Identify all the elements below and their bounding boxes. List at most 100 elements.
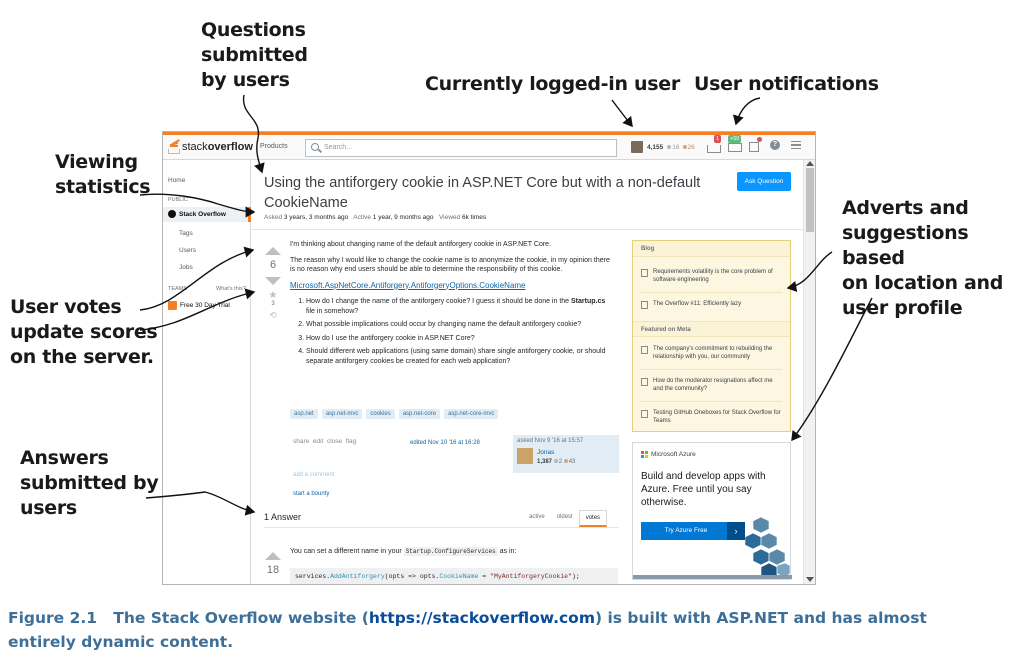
community-bulletin: Blog Requirements volatility is the core… bbox=[632, 240, 791, 432]
annotation-user-votes: User votes update scores on the server. bbox=[10, 296, 158, 368]
edited-link[interactable]: edited Nov 10 '16 at 16:28 bbox=[410, 440, 480, 446]
annotation-viewing-statistics: Viewing statistics bbox=[55, 151, 151, 198]
ad-copy: Build and develop apps with Azure. Free … bbox=[641, 471, 766, 508]
tab-votes[interactable]: votes bbox=[578, 510, 608, 527]
inbox-badge: 1 bbox=[714, 135, 722, 143]
post-actions[interactable]: share edit close flag bbox=[293, 438, 357, 445]
whats-this-link[interactable]: What's this? bbox=[216, 286, 246, 292]
divider bbox=[251, 229, 803, 230]
favorite-button[interactable]: ★ bbox=[268, 290, 278, 301]
blog-item[interactable]: The Overflow #11: Efficiently lazy bbox=[641, 300, 781, 309]
site-switcher-button[interactable] bbox=[791, 140, 805, 154]
teams-icon bbox=[168, 301, 177, 310]
azure-advert[interactable]: Microsoft Azure Build and develop apps w… bbox=[632, 442, 792, 580]
review-icon bbox=[749, 142, 759, 152]
help-button[interactable]: ? bbox=[770, 140, 784, 154]
scrollbar[interactable] bbox=[803, 160, 815, 584]
silver-badge-icon bbox=[553, 459, 558, 463]
code-block: services.AddAntiforgery(opts => opts.Coo… bbox=[290, 568, 618, 584]
annotation-adverts: Adverts and suggestions based on locatio… bbox=[842, 197, 1004, 319]
vote-count: 6 bbox=[269, 259, 277, 271]
answer-vote-cell: 18 bbox=[263, 552, 283, 582]
question-title[interactable]: Using the antiforgery cookie in ASP.NET … bbox=[264, 175, 701, 211]
meta-header: Featured on Meta bbox=[633, 321, 790, 337]
asked-value: 3 years, 3 months ago bbox=[283, 214, 349, 221]
viewed-value: 6k times bbox=[461, 214, 487, 221]
caption-url[interactable]: https://stackoverflow.com bbox=[368, 609, 595, 627]
tag-list: asp.net asp.net-mvc cookies asp.net-core… bbox=[290, 409, 499, 419]
meta-item[interactable]: Testing GitHub Oneboxes for Stack Overfl… bbox=[641, 409, 781, 425]
nav-home[interactable]: Home bbox=[168, 177, 186, 184]
question-vote-cell: 6 ★ 3 ⟲ bbox=[263, 247, 283, 321]
question-list: How do I change the name of the antiforg… bbox=[306, 297, 610, 366]
list-item: How do I use the antiforgery cookie in A… bbox=[306, 334, 610, 344]
ask-question-button[interactable]: Ask Question bbox=[737, 172, 791, 191]
tab-oldest[interactable]: oldest bbox=[556, 514, 573, 520]
figure-number: Figure 2.1 bbox=[8, 609, 98, 627]
silver-badge-icon bbox=[667, 144, 672, 149]
blog-item[interactable]: Requirements volatility is the core prob… bbox=[641, 268, 781, 284]
divider bbox=[264, 527, 619, 528]
globe-icon bbox=[168, 210, 176, 218]
free-trial-link[interactable]: Free 30 Day Trial bbox=[168, 301, 230, 310]
bronze-badge-icon bbox=[682, 144, 687, 149]
ad-brand: Microsoft Azure bbox=[641, 451, 696, 458]
try-azure-button[interactable]: Try Azure Free bbox=[641, 522, 745, 540]
cubes-illustration bbox=[745, 516, 790, 579]
add-comment-link[interactable]: add a comment bbox=[293, 472, 335, 478]
review-indicator bbox=[757, 137, 762, 142]
upvote-button[interactable] bbox=[265, 552, 281, 560]
notification-icons: 1 +50 ? bbox=[707, 135, 805, 154]
active-value[interactable]: 1 year, 9 months ago bbox=[372, 214, 434, 221]
answers-header: 1 Answer bbox=[264, 512, 302, 522]
answer-text: You can set a different name in your Sta… bbox=[290, 547, 517, 556]
scroll-up-icon[interactable] bbox=[806, 161, 814, 166]
start-bounty-link[interactable]: start a bounty bbox=[293, 491, 330, 497]
review-queue-button[interactable] bbox=[749, 137, 763, 154]
scroll-down-icon[interactable] bbox=[806, 577, 814, 582]
upvote-button[interactable] bbox=[265, 247, 281, 255]
tag[interactable]: asp.net-mvc bbox=[321, 409, 363, 419]
scrollbar-thumb[interactable] bbox=[806, 168, 814, 232]
history-icon[interactable]: ⟲ bbox=[269, 310, 277, 320]
meta-item[interactable]: How do the moderator resignations affect… bbox=[641, 377, 781, 393]
user-profile-link[interactable]: 4,155 16 26 bbox=[631, 141, 695, 153]
chevron-right-icon: › bbox=[727, 522, 745, 540]
nav-jobs[interactable]: Jobs bbox=[179, 264, 193, 271]
tag[interactable]: cookies bbox=[366, 409, 395, 419]
search-input[interactable]: Search... bbox=[305, 139, 617, 157]
avatar[interactable] bbox=[517, 448, 533, 464]
answer-vote-count: 18 bbox=[266, 564, 280, 576]
trophy-icon bbox=[728, 143, 742, 152]
nav-tags[interactable]: Tags bbox=[179, 230, 193, 237]
arrow-logged-in bbox=[611, 99, 633, 128]
bronze-count: 26 bbox=[687, 143, 695, 151]
annotation-answers: Answers submitted by users bbox=[20, 447, 159, 519]
nav-stack-overflow[interactable]: Stack Overflow bbox=[163, 207, 251, 222]
nav-users[interactable]: Users bbox=[179, 247, 196, 254]
products-menu[interactable]: Products bbox=[260, 143, 288, 150]
list-item: What possible implications could occur b… bbox=[306, 320, 610, 330]
stackoverflow-logo-icon bbox=[168, 139, 180, 154]
tab-active[interactable]: active bbox=[529, 514, 545, 520]
meta-item[interactable]: The company's commitment to rebuilding t… bbox=[641, 345, 781, 361]
achievements-button[interactable]: +50 bbox=[728, 135, 742, 154]
microsoft-logo-icon bbox=[641, 451, 648, 458]
tag[interactable]: asp.net-core bbox=[398, 409, 441, 419]
arrow-notifications bbox=[732, 97, 761, 126]
blog-header: Blog bbox=[633, 241, 790, 257]
tag[interactable]: asp.net bbox=[290, 409, 318, 419]
user-name[interactable]: Jonas bbox=[537, 449, 555, 456]
ad-footer bbox=[633, 575, 792, 579]
annotation-notifications: User notifications bbox=[694, 73, 879, 95]
inbox-button[interactable]: 1 bbox=[707, 135, 722, 154]
reputation: 4,155 bbox=[647, 143, 664, 151]
question-stats: Asked 3 years, 3 months ago Active 1 yea… bbox=[264, 214, 487, 221]
tag[interactable]: asp.net-core-mvc bbox=[444, 409, 499, 419]
downvote-button[interactable] bbox=[265, 277, 281, 285]
asker-card: asked Nov 9 '16 at 15:57 Jonas 1,387 2 4… bbox=[513, 435, 619, 473]
docs-link[interactable]: Microsoft.AspNetCore.Antiforgery.Antifor… bbox=[290, 280, 526, 290]
